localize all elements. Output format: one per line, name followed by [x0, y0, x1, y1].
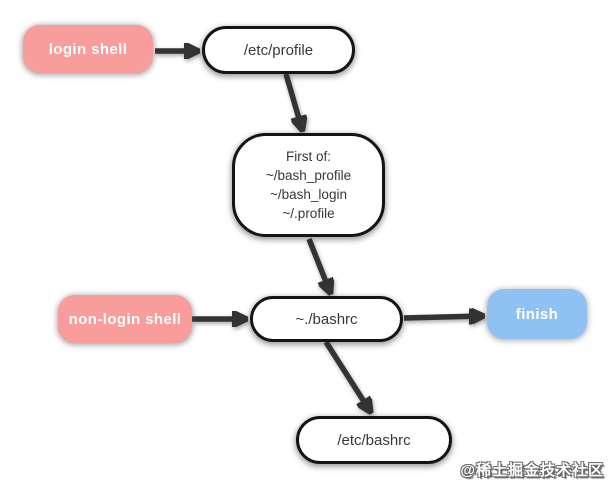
edge-bashrc-to-finish	[403, 316, 482, 318]
node-bashrc-label: ~./bashrc	[295, 310, 358, 328]
node-etc-bashrc: /etc/bashrc	[296, 416, 452, 464]
edge-first-of-to-bashrc	[306, 237, 330, 292]
node-finish: finish	[487, 289, 587, 339]
node-first-of-line2: ~/bash_profile	[265, 168, 352, 183]
node-etc-profile: /etc/profile	[202, 26, 355, 74]
node-first-of-line4: ~/.profile	[282, 206, 335, 221]
node-first-of-line3: ~/bash_login	[270, 187, 347, 202]
edge-etc-profile-to-first-of	[283, 73, 302, 129]
node-etc-profile-label: /etc/profile	[243, 41, 314, 59]
edge-bashrc-to-etc-bashrc	[323, 340, 370, 411]
juejin-watermark: @稀土掘金技术社区	[460, 462, 604, 479]
node-non-login-shell-label: non-login shell	[68, 310, 182, 328]
node-login-shell-label: login shell	[48, 40, 128, 58]
node-finish-label: finish	[515, 305, 559, 323]
node-first-of: First of: ~/bash_profile ~/bash_login ~/…	[232, 133, 385, 237]
node-non-login-shell: non-login shell	[58, 295, 192, 343]
node-etc-bashrc-label: /etc/bashrc	[337, 431, 411, 449]
node-bashrc: ~./bashrc	[250, 296, 403, 342]
node-login-shell: login shell	[23, 25, 153, 73]
node-first-of-line1: First of:	[285, 149, 331, 164]
